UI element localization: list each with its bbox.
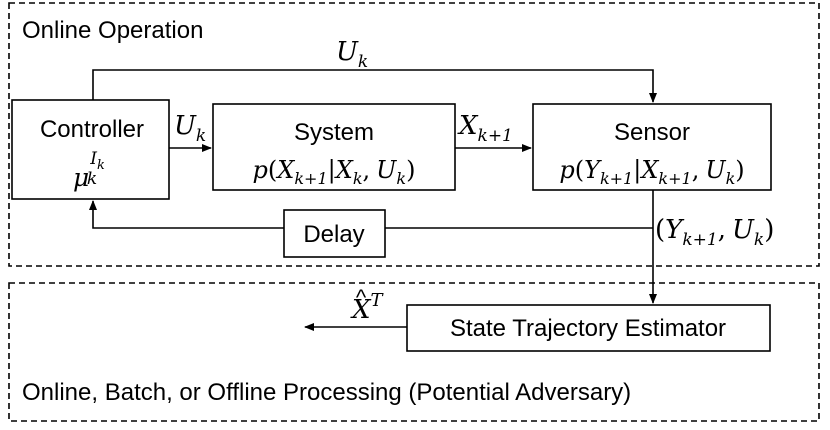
control-feedforward-arrow <box>92 69 657 103</box>
system-transition-formula: p(Xk+1|Xk,Uk) <box>253 156 416 188</box>
control-input-label-top: Uk <box>336 37 368 72</box>
trajectory-estimate-hat: ^ <box>356 285 367 310</box>
estimator-label: State Trajectory Estimator <box>450 315 726 342</box>
control-input-label: Uk <box>174 111 206 146</box>
online-operation-region <box>8 2 820 267</box>
delay-to-controller-arrow <box>89 200 284 229</box>
system-block <box>212 103 456 191</box>
delay-block <box>283 209 386 258</box>
sensor-observation-formula: p(Yk+1|Xk+1,Uk) <box>559 156 744 188</box>
sensor-block <box>532 103 772 191</box>
system-label: System <box>294 119 374 146</box>
state-trajectory-estimator-block <box>406 304 771 352</box>
delay-label: Delay <box>303 221 364 248</box>
offline-processing-title: Online, Batch, or Offline Processing (Po… <box>22 379 631 406</box>
measurement-label: (Yk+1,Uk) <box>655 215 774 250</box>
controller-block <box>11 99 170 200</box>
sensor-label: Sensor <box>614 119 690 146</box>
trajectory-estimate-label: XT <box>350 290 385 325</box>
offline-processing-region <box>8 282 820 422</box>
controller-label: Controller <box>40 116 144 143</box>
online-operation-title: Online Operation <box>22 17 203 44</box>
state-label: Xk+1 <box>457 111 513 146</box>
